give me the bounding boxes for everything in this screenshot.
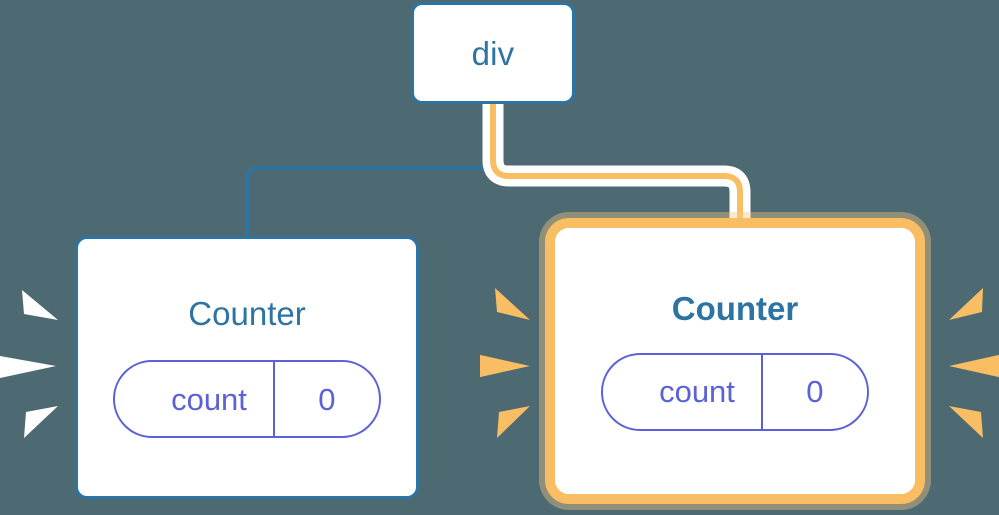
prop-pill-count-right: count 0 [601, 352, 869, 431]
prop-value-count-right: 0 [760, 354, 867, 429]
node-counter-right[interactable]: Counter count 0 [545, 218, 925, 504]
node-counter-left[interactable]: Counter count 0 [75, 236, 419, 499]
edge-div-to-counter-right [490, 97, 743, 235]
prop-name-count-right: count [659, 374, 735, 409]
prop-name-count-left: count [171, 381, 247, 417]
edge-div-to-counter-right-halo [482, 89, 751, 243]
node-div[interactable]: div [411, 2, 575, 104]
prop-pill-count-left: count 0 [113, 360, 381, 438]
edge-div-to-counter-left [245, 101, 495, 240]
node-div-label: div [471, 34, 515, 72]
node-counter-right-inner: Counter count 0 [555, 228, 915, 494]
node-counter-left-label: Counter [188, 295, 306, 332]
node-counter-right-label: Counter [671, 289, 799, 327]
prop-value-count-left: 0 [272, 362, 379, 436]
